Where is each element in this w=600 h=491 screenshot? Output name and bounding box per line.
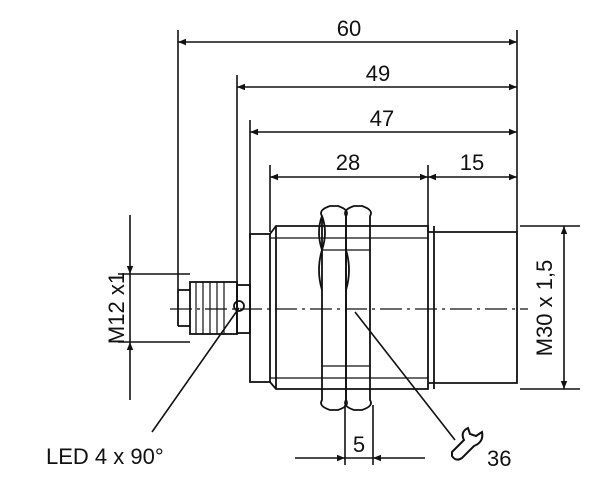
dim-text-m30: M30 x 1,5 <box>532 260 557 357</box>
wrench-icon <box>451 426 484 461</box>
dim-text-49: 49 <box>366 61 390 86</box>
wrench-leader <box>354 311 456 441</box>
nuts <box>318 205 372 411</box>
plain-section <box>428 231 518 384</box>
dimension-lines <box>126 38 568 462</box>
dim-text-47: 47 <box>370 106 394 131</box>
led-indicator <box>233 300 245 312</box>
sensor-body <box>177 225 518 390</box>
extension-lines <box>118 30 580 465</box>
threaded-body <box>269 225 429 390</box>
dim-text-60: 60 <box>337 16 361 41</box>
flange <box>249 233 271 383</box>
leader-lines <box>151 307 456 441</box>
nut-right <box>344 205 372 411</box>
dim-text-28: 28 <box>336 150 360 175</box>
led-label: LED 4 x 90° <box>46 444 164 469</box>
dim-text-5: 5 <box>353 432 365 457</box>
dim-text-15: 15 <box>460 150 484 175</box>
dim-text-m12: M12 x1 <box>104 272 129 344</box>
dim-text-36: 36 <box>487 446 511 471</box>
connector-thread <box>189 281 238 335</box>
led-leader <box>151 307 240 433</box>
